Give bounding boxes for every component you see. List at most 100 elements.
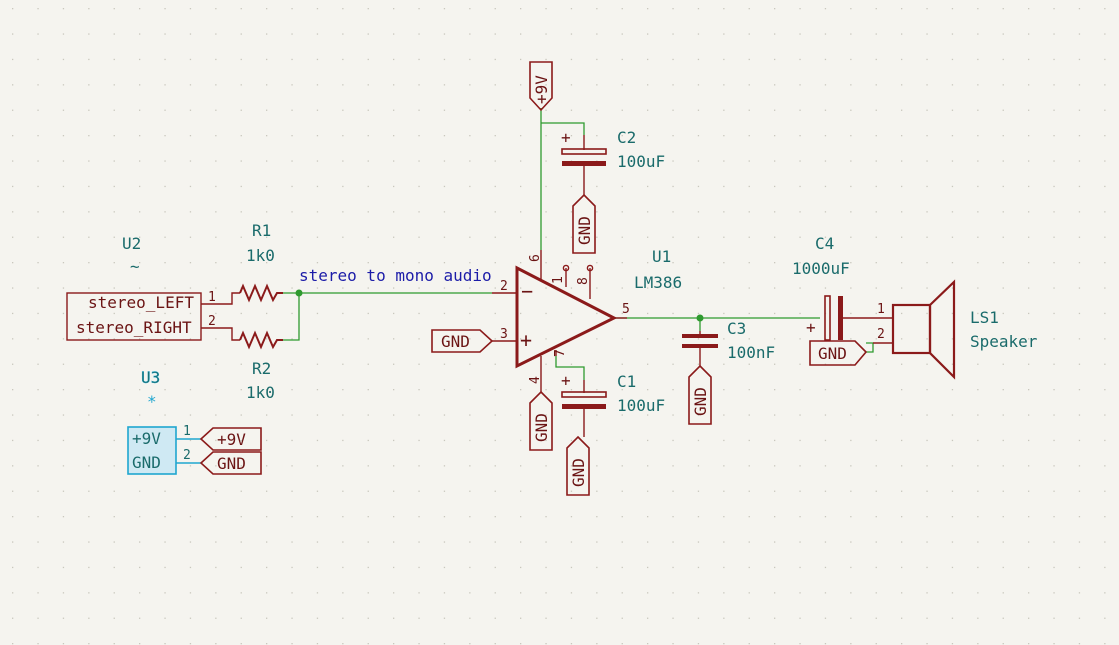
power-flag-9v-u3[interactable]: +9V bbox=[199, 427, 262, 451]
grid-dot bbox=[545, 135, 547, 137]
c2-plate-negative bbox=[562, 161, 606, 166]
component-u2[interactable]: U2 ~ stereo_LEFT stereo_RIGHT 1 2 bbox=[66, 234, 225, 341]
grid-dot bbox=[494, 617, 496, 619]
net-label-stereo-to-mono[interactable]: stereo to mono audio bbox=[299, 266, 492, 285]
grid-dot bbox=[291, 389, 293, 391]
grid-dot bbox=[596, 541, 598, 543]
grid-dot bbox=[1002, 541, 1004, 543]
grid-dot bbox=[926, 490, 928, 492]
grid-dot bbox=[494, 643, 496, 645]
grid-dot bbox=[697, 84, 700, 86]
grid-dot bbox=[1104, 465, 1106, 467]
grid-dot bbox=[621, 236, 623, 238]
grid-dot bbox=[1053, 643, 1055, 645]
grid-dot bbox=[723, 185, 725, 188]
grid-dot bbox=[1104, 389, 1106, 391]
grid-dot bbox=[799, 236, 801, 238]
grid-dot bbox=[62, 414, 65, 416]
grid-dot bbox=[596, 338, 598, 340]
grid-dot bbox=[545, 160, 547, 162]
wire-pin7-c1[interactable] bbox=[555, 356, 585, 380]
grid-dot bbox=[1053, 490, 1055, 492]
grid-dot bbox=[37, 236, 39, 238]
grid-dot bbox=[367, 211, 369, 213]
grid-dot bbox=[316, 287, 319, 289]
grid-dot bbox=[926, 58, 928, 61]
wire-r1-r2-junction[interactable] bbox=[283, 292, 300, 341]
grid-dot bbox=[266, 643, 268, 645]
component-c3[interactable]: C3 100nF bbox=[682, 319, 775, 366]
grid-dot bbox=[1053, 617, 1055, 619]
grid-dot bbox=[418, 109, 420, 111]
grid-dot bbox=[367, 58, 369, 61]
component-c4[interactable]: C4 1000uF + bbox=[792, 234, 867, 341]
power-flag-gnd-u3[interactable]: GND bbox=[199, 451, 262, 475]
grid-dot bbox=[697, 236, 700, 238]
grid-dot bbox=[799, 185, 801, 188]
grid-dot bbox=[1028, 566, 1030, 569]
grid-dot bbox=[189, 211, 192, 213]
grid-dot bbox=[164, 33, 166, 35]
power-flag-gnd-c4[interactable]: GND bbox=[809, 340, 868, 366]
grid-dot bbox=[748, 312, 750, 315]
grid-dot bbox=[520, 262, 522, 264]
c1-ref: C1 bbox=[617, 372, 636, 391]
power-flag-gnd-c1[interactable]: GND bbox=[566, 435, 590, 496]
grid-dot bbox=[494, 566, 496, 569]
wire-9v-c2[interactable] bbox=[541, 122, 585, 135]
power-flag-gnd-u1-pin3[interactable]: GND bbox=[431, 329, 494, 353]
grid-dot bbox=[545, 211, 547, 213]
grid-dot bbox=[189, 262, 192, 264]
grid-dot bbox=[1053, 541, 1055, 543]
grid-dot bbox=[850, 8, 852, 10]
grid-dot bbox=[850, 643, 852, 645]
grid-dot bbox=[977, 185, 979, 188]
grid-dot bbox=[393, 414, 395, 416]
grid-dot bbox=[774, 643, 776, 645]
grid-dot bbox=[596, 617, 598, 619]
grid-dot bbox=[240, 389, 242, 391]
grid-dot bbox=[418, 8, 420, 10]
grid-dot bbox=[1028, 312, 1030, 315]
power-flag-gnd-c2[interactable]: GND bbox=[572, 193, 596, 254]
grid-dot bbox=[723, 541, 725, 543]
grid-dot bbox=[875, 389, 877, 391]
grid-dot bbox=[62, 338, 65, 340]
component-u3[interactable]: U3 * +9V GND 1 2 bbox=[127, 368, 201, 475]
component-ls1[interactable]: LS1 Speaker 1 2 bbox=[867, 279, 1038, 380]
component-c1[interactable]: C1 100uF + bbox=[561, 371, 665, 437]
c2-ref: C2 bbox=[617, 128, 636, 147]
component-c2[interactable]: C2 100uF + bbox=[561, 128, 665, 195]
grid-dot bbox=[494, 135, 496, 137]
grid-dot bbox=[418, 617, 420, 619]
power-flag-gnd-c3[interactable]: GND bbox=[688, 364, 712, 425]
grid-dot bbox=[88, 566, 90, 569]
grid-dot bbox=[621, 439, 623, 442]
grid-dot bbox=[647, 490, 649, 492]
grid-dot bbox=[367, 84, 369, 86]
grid-dot bbox=[1078, 33, 1081, 35]
wire-ls1-gnd[interactable] bbox=[866, 342, 874, 353]
grid-dot bbox=[520, 312, 522, 315]
component-r1[interactable]: R1 1k0 bbox=[225, 221, 283, 305]
grid-dot bbox=[748, 185, 750, 188]
grid-dot bbox=[266, 8, 268, 10]
grid-dot bbox=[596, 236, 598, 238]
grid-dot bbox=[596, 566, 598, 569]
power-flag-9v-top[interactable]: +9V bbox=[529, 61, 553, 112]
grid-dot bbox=[697, 465, 700, 467]
u1-pin6-num: 6 bbox=[528, 254, 543, 262]
grid-dot bbox=[647, 617, 649, 619]
grid-dot bbox=[545, 236, 547, 238]
grid-dot bbox=[901, 490, 903, 492]
power-flag-gnd-u1-pin4[interactable]: GND bbox=[529, 390, 553, 451]
grid-dot bbox=[926, 236, 928, 238]
grid-dot bbox=[647, 287, 649, 289]
component-u1[interactable]: U1 LM386 − + 2 3 5 6 4 7 1 8 bbox=[492, 247, 682, 392]
grid-dot bbox=[418, 389, 420, 391]
grid-dot bbox=[799, 338, 801, 340]
grid-dot bbox=[418, 592, 420, 594]
grid-dot bbox=[291, 643, 293, 645]
component-r2[interactable]: R2 1k0 bbox=[225, 327, 283, 402]
